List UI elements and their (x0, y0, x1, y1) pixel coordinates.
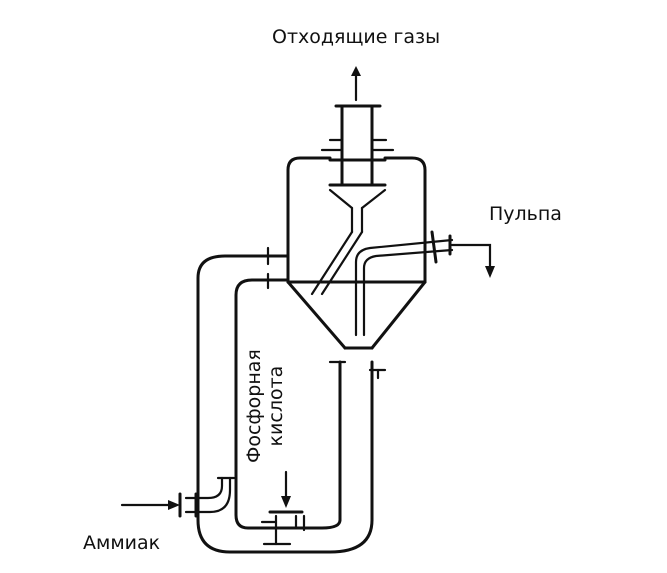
circulation-loop (196, 246, 374, 554)
pulp-label: Пульпа (489, 203, 562, 225)
ammonia-label: Аммиак (83, 532, 161, 554)
exhaust-arrow (351, 66, 361, 102)
phosphoric-acid-label-line1: Фосфорная (243, 349, 265, 463)
exhaust-gases-label: Отходящие газы (272, 26, 441, 48)
phosphoric-acid-label-line2: кислота (264, 365, 287, 447)
inner-funnel (310, 188, 387, 296)
ammonia-inlet (120, 476, 236, 518)
reactor-column (328, 360, 387, 522)
phosphoric-acid-label: Фосфорная кислота (243, 349, 288, 463)
acid-inlet (260, 470, 306, 546)
gas-outlet-pipe (320, 104, 395, 187)
pulp-outlet-pipe (354, 230, 495, 337)
